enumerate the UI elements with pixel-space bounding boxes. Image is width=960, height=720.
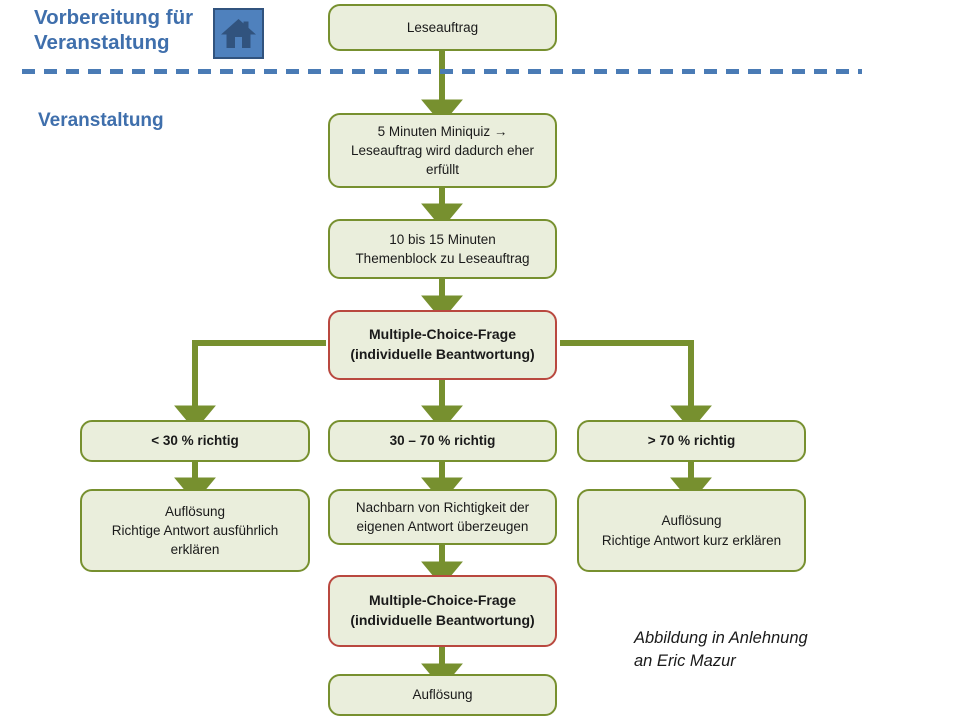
arrow-mc1-to-branch-high: [560, 340, 712, 431]
home-icon: [213, 8, 264, 59]
node-branch-mid[interactable]: 30 – 70 % richtig: [328, 420, 557, 462]
node-branch-low[interactable]: < 30 % richtig: [80, 420, 310, 462]
node-nachbarn[interactable]: Nachbarn von Richtigkeit der eigenen Ant…: [328, 489, 557, 545]
node-miniquiz[interactable]: 5 Minuten Miniquiz → Leseauftrag wird da…: [328, 113, 557, 188]
node-mc-frage-1[interactable]: Multiple-Choice-Frage (individuelle Bean…: [328, 310, 557, 380]
node-aufloesung-mid[interactable]: Auflösung: [328, 674, 557, 716]
node-aufloesung-low[interactable]: Auflösung Richtige Antwort ausführlich e…: [80, 489, 310, 572]
node-branch-high[interactable]: > 70 % richtig: [577, 420, 806, 462]
node-leseauftrag[interactable]: Leseauftrag: [328, 4, 557, 51]
figure-caption: Abbildung in Anlehnung an Eric Mazur: [634, 629, 808, 670]
arrow-mc1-to-branch-low: [174, 340, 326, 431]
node-themenblock[interactable]: 10 bis 15 Minuten Themenblock zu Leseauf…: [328, 219, 557, 279]
node-aufloesung-high[interactable]: Auflösung Richtige Antwort kurz erklären: [577, 489, 806, 572]
phase-label-preparation: Vorbereitung für Veranstaltung: [34, 6, 194, 54]
home-icon-glyph: [221, 19, 256, 48]
phase-label-event: Veranstaltung: [38, 110, 164, 131]
node-mc-frage-2[interactable]: Multiple-Choice-Frage (individuelle Bean…: [328, 575, 557, 647]
